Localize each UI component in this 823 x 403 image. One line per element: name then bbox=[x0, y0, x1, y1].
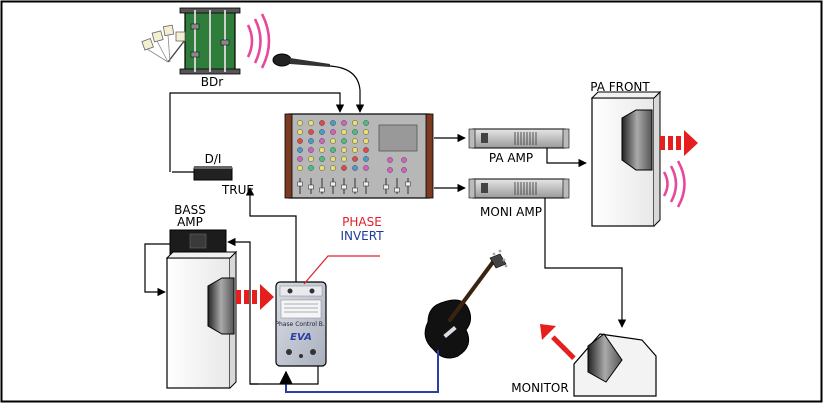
phase-callout-line bbox=[303, 255, 380, 285]
label-invert: INVERT bbox=[340, 229, 384, 243]
bass-cabinet-red-arrow-icon bbox=[236, 284, 274, 310]
pa-front-cone-icon bbox=[621, 109, 653, 171]
label-moni-amp: MONI AMP bbox=[480, 205, 542, 219]
moni-amp-to-monitor-cable bbox=[544, 198, 627, 328]
label-true: TRUE bbox=[221, 183, 254, 197]
label-monitor: MONITOR bbox=[511, 381, 568, 395]
phase-box-panel-name: Phase Control B.I bbox=[275, 321, 326, 328]
bass-drum-group: BDr bbox=[141, 7, 271, 89]
drum-sound-waves-icon bbox=[246, 13, 271, 69]
beater-icon bbox=[167, 39, 186, 63]
bass-amp-head: BASS AMP bbox=[169, 203, 227, 255]
label-pa-front: PA FRONT bbox=[590, 80, 650, 94]
mixer-screen bbox=[378, 124, 418, 152]
mixer-knobs bbox=[297, 120, 407, 173]
label-bass-amp-line1: BASS bbox=[174, 203, 206, 217]
monitor-cone-icon bbox=[587, 333, 623, 383]
pa-front-sound-waves-icon bbox=[662, 160, 686, 208]
pa-front-speaker: PA FRONT bbox=[590, 80, 662, 227]
bass-amp-cabinet bbox=[165, 250, 238, 389]
mixer-faders bbox=[297, 178, 411, 194]
pa-front-red-arrow-icon bbox=[660, 130, 698, 156]
label-phase: PHASE bbox=[342, 215, 382, 229]
monitor-red-arrow-icon bbox=[540, 324, 576, 360]
bass-cabinet-cone-icon bbox=[207, 277, 235, 335]
di-box: D/I TRUE bbox=[193, 152, 254, 197]
pa-amp: PA AMP bbox=[468, 128, 570, 165]
phase-control-box: Phase Control B.I EVA bbox=[275, 281, 327, 367]
bass-guitar-cable bbox=[279, 350, 439, 393]
bass-guitar-icon bbox=[424, 249, 508, 359]
phase-to-di-cable bbox=[245, 187, 297, 285]
head-to-cab-cable bbox=[144, 243, 170, 297]
label-bdr: BDr bbox=[201, 75, 223, 89]
moni-amp: MONI AMP bbox=[468, 178, 570, 219]
pa-amp-to-pa-front-cable bbox=[546, 148, 587, 168]
microphone-icon bbox=[272, 53, 330, 67]
mixer-console bbox=[284, 113, 434, 199]
phase-box-logo: EVA bbox=[290, 332, 312, 343]
label-pa-amp: PA AMP bbox=[489, 151, 533, 165]
monitor-wedge: MONITOR bbox=[511, 333, 657, 397]
label-di: D/I bbox=[205, 152, 222, 166]
label-bass-amp-line2: AMP bbox=[177, 215, 203, 229]
di-to-mixer-cable bbox=[169, 92, 345, 172]
mic-cable bbox=[329, 65, 365, 113]
